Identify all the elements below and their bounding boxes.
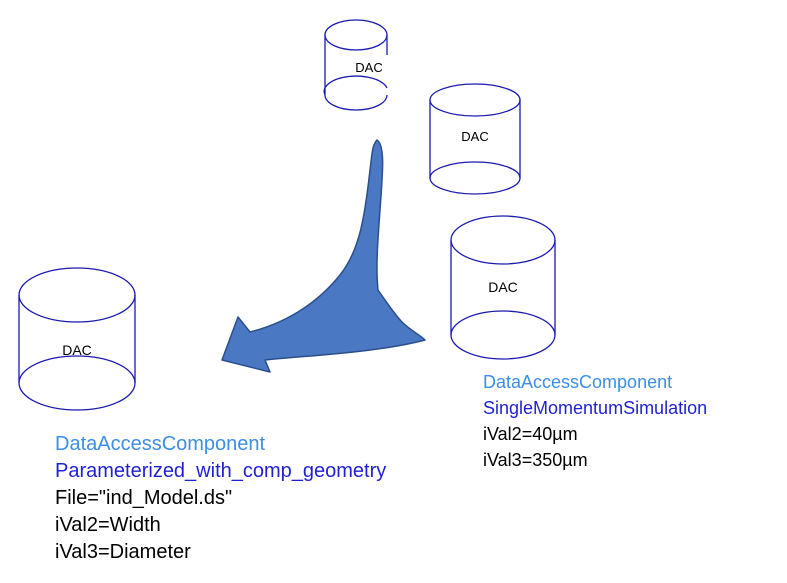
dac-cylinder-right: DAC (450, 215, 556, 360)
right-component-type: DataAccessComponent (483, 372, 673, 392)
dac-label-middle: DAC (461, 129, 488, 144)
dac-label-left: DAC (62, 342, 92, 358)
left-param-ival2: iVal2=Width (55, 514, 161, 536)
right-param-ival3: iVal3=350µm (483, 450, 588, 470)
right-param-ival2: iVal2=40µm (483, 424, 578, 444)
merge-arrow (221, 139, 426, 373)
left-param-file: File="ind_Model.ds" (55, 487, 233, 509)
left-param-ival3: iVal3=Diameter (55, 541, 191, 563)
left-component-label: DataAccessComponent Parameterized_with_c… (55, 431, 386, 566)
dac-label-right: DAC (488, 279, 518, 295)
right-component-label: DataAccessComponent SingleMomentumSimula… (483, 369, 707, 473)
left-component-type: DataAccessComponent (55, 433, 266, 455)
dac-cylinder-left: DAC (18, 267, 136, 411)
left-component-name: Parameterized_with_comp_geometry (55, 460, 387, 482)
dac-cylinder-top: DAC (323, 19, 388, 111)
dac-cylinder-middle: DAC (429, 83, 521, 195)
dac-label-top: DAC (355, 60, 382, 75)
right-component-name: SingleMomentumSimulation (483, 398, 708, 418)
